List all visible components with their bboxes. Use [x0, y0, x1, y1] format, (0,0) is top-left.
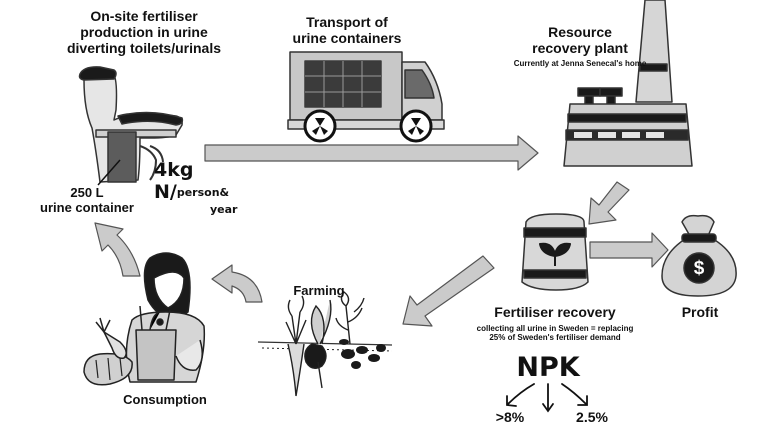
container-volume: 250 L [70, 185, 104, 200]
money-bag-illustration [661, 214, 737, 297]
recovery-note-line-1: collecting all urine in Sweden = replaci… [476, 324, 634, 333]
plant-title-line-1: Resource [548, 24, 612, 40]
container-name: urine container [40, 199, 134, 215]
plant-note: Currently at Jenna Senecal's home [513, 59, 647, 69]
arrow-fertiliser-to-profit [589, 232, 669, 268]
npk-value-n: >8% [495, 409, 525, 425]
arrow-plant-to-fertiliser [588, 181, 630, 225]
npk-arrows [506, 383, 588, 413]
arrow-fertiliser-to-farming [402, 255, 495, 327]
plant-title-line-2: recovery plant [532, 40, 628, 57]
toilet-illustration [78, 66, 184, 183]
toilet-title-line-1: On-site fertiliser [90, 8, 198, 24]
npk-value-k: 2.5% [576, 409, 608, 425]
toilet-title: On-site fertiliser production in urine d… [44, 8, 244, 56]
toilet-title-line-3: diverting toilets/urinals [66, 40, 222, 57]
nitrogen-rate-per-person: person& [176, 185, 230, 199]
plant-title: Resource recovery plant Currently at Jen… [490, 24, 670, 68]
plant-illustration [563, 0, 693, 167]
recovery-note-line-2: 25% of Sweden's fertiliser demand [489, 333, 621, 343]
npk-label: NPK [516, 352, 580, 383]
truck-illustration [287, 51, 445, 143]
crops-illustration [257, 291, 393, 397]
transport-title-line-1: Transport of [306, 14, 388, 30]
truck-wheel-hubs [312, 118, 424, 135]
container-pointer-line [97, 159, 121, 186]
dollar-sign: $ [693, 258, 705, 279]
transport-title: Transport of urine containers [272, 14, 422, 46]
toilet-title-line-2: production in urine [80, 24, 208, 41]
recovery-title: Fertiliser recovery [494, 304, 616, 320]
nitrogen-rate: 4kg N/person& year [154, 159, 264, 216]
consumer-illustration [83, 252, 206, 386]
container-label: 250 L urine container [12, 185, 162, 216]
arrow-farming-to-consumption [211, 264, 263, 303]
fertiliser-bag-illustration [521, 213, 589, 291]
transport-title-line-2: urine containers [292, 30, 402, 47]
consumption-label: Consumption [123, 392, 207, 407]
arrow-toilet-to-plant [204, 135, 539, 171]
farming-label: Farming [293, 283, 345, 298]
nitrogen-rate-value: 4kg N/ [154, 159, 194, 203]
recovery-note: collecting all urine in Sweden = replaci… [440, 324, 670, 342]
profit-label: Profit [681, 304, 719, 320]
arrow-consumption-to-container [94, 222, 141, 277]
nitrogen-rate-per-year: year [210, 202, 238, 216]
